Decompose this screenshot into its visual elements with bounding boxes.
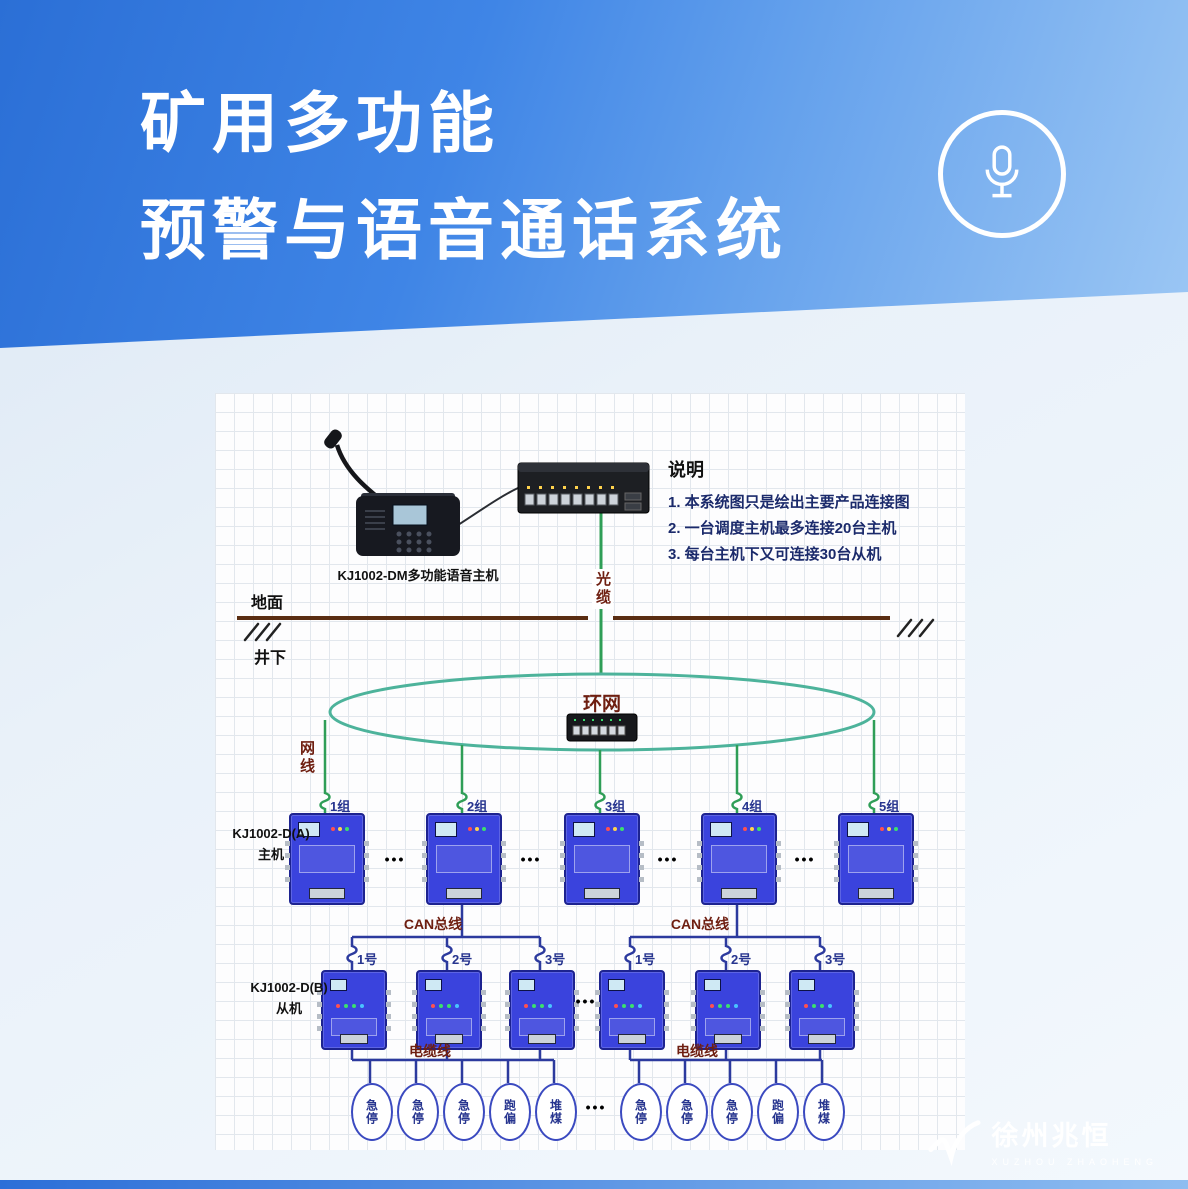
- title-line-2: 预警与语音通话系统: [140, 193, 788, 267]
- surface-label: 地面: [251, 595, 284, 612]
- slave-number-3a: 3号: [545, 952, 566, 967]
- surface-switch-icon: [517, 462, 650, 514]
- notes-heading: 说明: [668, 460, 704, 480]
- brand-text: 徐州兆恒 XUZHOU ZHAOHENG: [991, 1114, 1158, 1167]
- slave-device-6: [785, 970, 859, 1050]
- ring-switch-icon: [566, 713, 638, 742]
- note-item-2: 2. 一台调度主机最多连接20台主机: [668, 520, 897, 537]
- brand-check-icon: [928, 1119, 982, 1166]
- sensor-label: 急停: [456, 1099, 471, 1125]
- sensor-coalpile-a: 堆煤: [535, 1083, 577, 1141]
- note-item-3: 3. 每台主机下又可连接30台从机: [668, 546, 882, 563]
- sensor-label: 急停: [724, 1099, 739, 1125]
- network-cable-label: 网线: [298, 740, 315, 776]
- sensor-estop-2a: 急停: [397, 1083, 439, 1141]
- dispatcher-label: KJ1002-DM多功能语音主机: [337, 568, 499, 583]
- slave-number-2b: 2号: [731, 952, 752, 967]
- bottom-accent-bar: [0, 1180, 1188, 1189]
- host-device-1: [285, 813, 369, 905]
- header-banner: 矿用多功能 预警与语音通话系统: [0, 0, 1188, 348]
- can-bus-label-1: CAN总线: [403, 916, 463, 932]
- slave-number-1b: 1号: [635, 952, 656, 967]
- sensor-estop-3b: 急停: [711, 1083, 753, 1141]
- optical-cable-label: 光缆: [592, 569, 613, 609]
- host-type-line-2: 主机: [257, 847, 284, 862]
- sensor-label: 跑偏: [502, 1099, 517, 1125]
- note-item-1: 1. 本系统图只是绘出主要产品连接图: [668, 494, 910, 511]
- slave-device-4: [595, 970, 669, 1050]
- sensor-deviation-a: 跑偏: [489, 1083, 531, 1141]
- underground-label: 井下: [254, 650, 287, 667]
- group-label-4: 4组: [742, 799, 763, 814]
- sensor-label: 堆煤: [816, 1099, 831, 1125]
- slave-number-2a: 2号: [452, 952, 473, 967]
- sensor-label: 急停: [410, 1099, 425, 1125]
- slave-device-3: [505, 970, 579, 1050]
- page-title: 矿用多功能 预警与语音通话系统: [140, 70, 788, 284]
- slave-type-line-2: 从机: [275, 1001, 302, 1016]
- brand-name-en: XUZHOU ZHAOHENG: [991, 1157, 1158, 1167]
- host-device-2: [422, 813, 506, 905]
- hosts-ellipsis-2: •••: [520, 851, 542, 867]
- host-type-line-1: KJ1002-D(A): [232, 826, 310, 841]
- can-bus-label-2: CAN总线: [670, 916, 730, 932]
- host-device-5: [834, 813, 918, 905]
- sensor-label: 急停: [679, 1099, 694, 1125]
- sensor-estop-3a: 急停: [443, 1083, 485, 1141]
- slave-number-1a: 1号: [357, 952, 378, 967]
- system-diagram: KJ1002-DM多功能语音主机 说明 1. 本系统图只是绘出主要产品连接图 2…: [215, 393, 965, 1150]
- host-device-3: [560, 813, 644, 905]
- sensor-estop-1b: 急停: [620, 1083, 662, 1141]
- sensor-label: 急停: [364, 1099, 379, 1125]
- sensors-ellipsis: •••: [585, 1099, 607, 1115]
- brand-logo: 徐州兆恒 XUZHOU ZHAOHENG: [927, 1114, 1158, 1167]
- host-type-label: KJ1002-D(A) 主机: [215, 823, 327, 865]
- host-device-4: [697, 813, 781, 905]
- sensor-label: 跑偏: [770, 1099, 785, 1125]
- slave-device-2: [412, 970, 486, 1050]
- slave-type-label: KJ1002-D(B) 从机: [233, 977, 345, 1019]
- dispatcher-console-icon: [324, 429, 460, 556]
- hosts-ellipsis-1: •••: [384, 851, 406, 867]
- sensor-estop-1a: 急停: [351, 1083, 393, 1141]
- sensor-coalpile-b: 堆煤: [803, 1083, 845, 1141]
- sensor-label: 急停: [633, 1099, 648, 1125]
- slaves-ellipsis: •••: [575, 993, 597, 1009]
- slave-type-line-1: KJ1002-D(B): [250, 980, 328, 995]
- slave-number-3b: 3号: [825, 952, 846, 967]
- brand-name-cn: 徐州兆恒: [991, 1121, 1112, 1151]
- connection-lines: [237, 429, 935, 1083]
- sensor-label: 堆煤: [548, 1099, 563, 1125]
- sensor-deviation-b: 跑偏: [757, 1083, 799, 1141]
- title-line-1: 矿用多功能: [140, 86, 500, 160]
- group-label-5: 5组: [879, 799, 900, 814]
- microphone-badge: [938, 110, 1066, 238]
- group-label-2: 2组: [467, 799, 488, 814]
- slave-device-5: [691, 970, 765, 1050]
- slave-device-1: [317, 970, 391, 1050]
- cable-line-label-2: 电缆线: [676, 1043, 718, 1059]
- group-label-3: 3组: [605, 799, 626, 814]
- ring-network-label: 环网: [582, 694, 621, 715]
- microphone-icon: [985, 145, 1019, 198]
- hosts-ellipsis-3: •••: [657, 851, 679, 867]
- group-label-1: 1组: [330, 799, 351, 814]
- sensor-estop-2b: 急停: [666, 1083, 708, 1141]
- hosts-ellipsis-4: •••: [794, 851, 816, 867]
- cable-line-label-1: 电缆线: [409, 1043, 451, 1059]
